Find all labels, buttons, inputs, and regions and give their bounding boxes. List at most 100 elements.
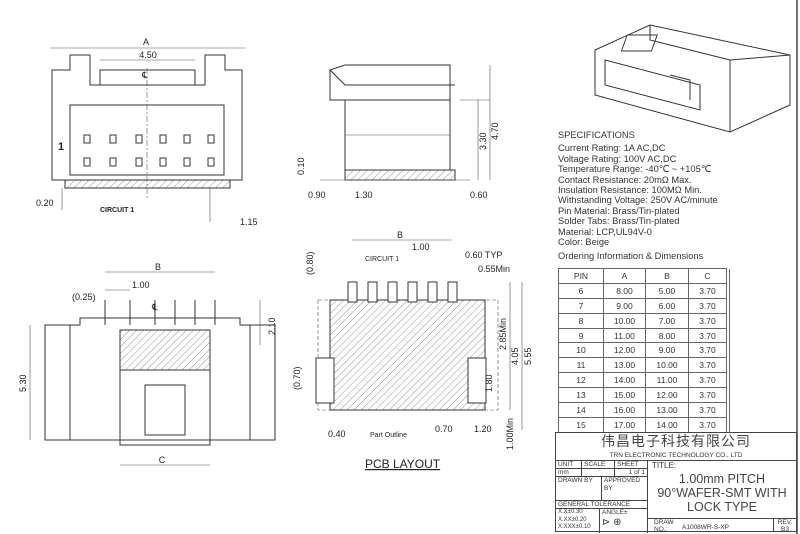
table-cell: 9: [558, 327, 604, 344]
dim-0-60: 0.60: [470, 190, 488, 200]
ordering-heading: Ordering Information & Dimensions: [558, 251, 704, 262]
dim-4-50: 4.50: [139, 50, 157, 60]
dim-0-10: 0.10: [296, 157, 306, 175]
table-cell: 10: [558, 342, 604, 359]
pcb-layout-title: PCB LAYOUT: [365, 457, 441, 471]
company-name-en: TRN ELECTRONIC TECHNOLOGY CO., LTD: [556, 451, 796, 461]
spec-line: Pin Material: Brass/Tin-plated: [558, 205, 680, 216]
drawing-title: 1.00mm PITCH 90°WAFER-SMT WITH LOCK TYPE: [648, 472, 796, 514]
table-cell: 3.70: [688, 387, 727, 404]
dim-1-00: 1.00: [132, 280, 150, 290]
side-view: 0.10 0.90 1.30 0.60 3.30 4.70: [296, 64, 500, 200]
centerline-mark: ℄: [141, 70, 148, 80]
dim-5-30: 5.30: [18, 374, 28, 392]
title-line: 90°WAFER-SMT WITH: [657, 486, 787, 500]
table-cell: 6.00: [645, 297, 689, 314]
dim-1-15: 1.15: [240, 217, 258, 227]
table-cell: 10.00: [603, 312, 646, 329]
spec-line: Material: LCP,UL94V-0: [558, 226, 652, 237]
spec-line: Voltage Rating: 100V AC,DC: [558, 153, 677, 164]
table-header-cell: B: [645, 268, 689, 284]
dim-0-25: (0.25): [72, 292, 96, 302]
general-tolerance: GENERAL TOLERANCE: [556, 501, 648, 509]
dim-0-70: 0.70: [435, 424, 453, 434]
dim-0-90: 0.90: [308, 190, 326, 200]
specifications: SPECIFICATIONS Current Rating: 1A AC,DC …: [558, 130, 718, 262]
title-line: 1.00mm PITCH: [678, 472, 766, 486]
part-outline-label: Part Outline: [370, 432, 407, 439]
dim-0-70-paren: (0.70): [292, 366, 302, 390]
table-cell: 6: [558, 282, 604, 299]
front-view: A 4.50 ℄ 1 0.20 CIRCUIT 1 1.15: [36, 37, 258, 227]
table-edge: [726, 402, 730, 418]
table-cell: 3.70: [688, 312, 727, 329]
table-cell: 11.00: [645, 372, 689, 389]
dim-0-20: 0.20: [36, 198, 54, 208]
sheet-label: SHEET: [615, 461, 648, 469]
table-edge: [726, 417, 730, 433]
table-cell: 3.70: [688, 357, 727, 374]
draw-number-area: DRAW NO.: A1008WR-S-XP REV. B3: [648, 518, 796, 532]
tolerance-2: X.XX±0.20: [558, 516, 587, 523]
pin-1-label: 1: [58, 141, 64, 153]
table-cell: 8.00: [603, 282, 646, 299]
table-edge: [726, 372, 730, 388]
table-cell: 14: [558, 402, 604, 418]
table-cell: 15: [558, 416, 604, 433]
table-cell: 15.00: [603, 387, 646, 404]
dim-1-00-min: 1.00Min: [505, 418, 515, 450]
table-cell: 3.70: [688, 372, 727, 389]
dim-4-05: 4.05: [510, 347, 520, 365]
table-cell: 16.00: [603, 402, 646, 418]
scale-label: SCALE: [582, 461, 615, 469]
tolerance-1: X.X±0.30: [558, 509, 583, 515]
dim-2-10: 2.10: [267, 317, 277, 335]
dim-2-85-min: 2.85Min: [498, 318, 508, 350]
table-edge: [726, 328, 730, 343]
tolerances: X.X±0.30 X.XX±0.20 X.XXX±0.10: [556, 509, 600, 533]
table-cell: 14.00: [603, 372, 646, 389]
spec-line: Withstanding Voltage: 250V AC/minute: [558, 195, 718, 206]
table-cell: 9.00: [603, 297, 646, 314]
table-cell: 12.00: [603, 342, 646, 359]
table-cell: 13: [558, 387, 604, 404]
table-cell: 13.00: [603, 357, 646, 374]
isometric-view: [594, 24, 791, 133]
dim-1-80: 1.80: [484, 374, 494, 392]
spec-line: Temperature Range: -40℃ ~ +105℃: [558, 164, 712, 175]
dim-0-40: 0.40: [328, 429, 346, 439]
title-label: TITLE:: [652, 461, 677, 470]
table-cell: 3.70: [688, 327, 727, 344]
table-cell: 12.00: [645, 387, 689, 404]
projection-symbol-icon: ⊳ ⊕: [602, 517, 622, 528]
table-cell: 8.00: [645, 327, 689, 344]
unit-label: UNIT: [556, 461, 582, 469]
table-cell: 17.00: [603, 416, 646, 433]
unit-value: mm: [556, 469, 582, 477]
angle-cell: ANGLE± ⊳ ⊕: [600, 509, 648, 533]
dim-B: B: [397, 230, 403, 240]
table-edge: [726, 313, 730, 329]
table-cell: 3.70: [688, 402, 727, 418]
dim-1-00: 1.00: [412, 242, 430, 252]
spec-line: Insulation Resistance: 100MΩ Min.: [558, 185, 702, 196]
revision: REV. B3: [773, 519, 796, 532]
dim-B: B: [155, 262, 161, 272]
table-cell: 3.70: [688, 342, 727, 359]
table-cell: 11.00: [603, 327, 646, 344]
table-cell: 3.70: [688, 416, 727, 433]
table-cell: 3.70: [688, 297, 727, 314]
dim-0-55-min: 0.55Min: [478, 264, 510, 274]
table-header-cell: A: [603, 268, 646, 284]
